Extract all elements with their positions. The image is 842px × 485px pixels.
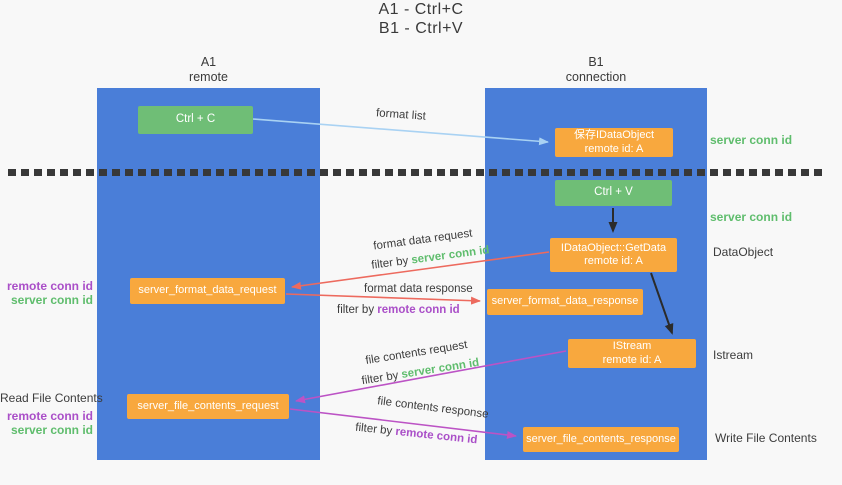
format-data-response-filter-label: filter by remote conn id [337, 304, 460, 316]
diagram-title: A1 - Ctrl+C B1 - Ctrl+V [0, 0, 842, 38]
filter-by-text: filter by [370, 254, 413, 272]
column-a1-name: A1 [200, 55, 217, 69]
file-contents-response-filter-label: filter by remote conn id [355, 422, 478, 447]
format-list-label: format list [375, 107, 427, 123]
filter-by-text: filter by [354, 421, 397, 438]
server-conn-id-text: server conn id [410, 244, 491, 267]
server-format-data-request-label: server_format_data_request [138, 284, 277, 297]
server-format-data-response-box: server_format_data_response [487, 289, 643, 315]
istream-annotation: Istream [713, 348, 754, 362]
column-b1-name: B1 [588, 55, 604, 69]
server-conn-id-text: server conn id [400, 356, 481, 381]
ctrl-c-label: Ctrl + C [175, 113, 216, 126]
istream-line1: IStream [612, 340, 652, 352]
server-conn-id-annotation-mid: server conn id [710, 210, 793, 224]
ctrl-v-box: Ctrl + V [555, 180, 672, 206]
server-conn-id-annotation: server conn id [10, 293, 93, 307]
save-idataobject-line1: 保存IDataObject [573, 129, 655, 141]
getdata-line1: IDataObject::GetData [560, 241, 667, 254]
ctrl-c-box: Ctrl + C [138, 106, 253, 134]
format-data-response-label: format data response [364, 283, 473, 295]
save-idataobject-line2: remote id: A [584, 142, 644, 155]
server-conn-id-annotation-top: server conn id [710, 133, 793, 147]
server-file-contents-response-label: server_file_contents_response [526, 432, 676, 445]
server-format-data-request-box: server_format_data_request [130, 278, 285, 304]
getdata-line2: remote id: A [584, 255, 643, 267]
ctrl-v-label: Ctrl + V [594, 186, 633, 199]
column-b1-role: connection [565, 70, 627, 84]
dataobject-annotation: DataObject [713, 245, 774, 259]
remote-conn-id-annotation: remote conn id [6, 279, 93, 293]
remote-conn-id-text: remote conn id [377, 304, 460, 316]
filter-by-text: filter by [360, 369, 403, 388]
column-header-a1: A1 remote [97, 55, 320, 85]
server-file-contents-request-label: server_file_contents_request [137, 399, 279, 412]
read-file-contents-annotation: Read File Contents [0, 391, 103, 405]
istream-line2: remote id: A [602, 353, 662, 366]
remote-conn-id-text: remote conn id [394, 425, 478, 447]
column-header-b1: B1 connection [485, 55, 707, 85]
save-idataobject-box: 保存IDataObject remote id: A [555, 128, 673, 157]
phase-divider-dotted-line [8, 169, 823, 176]
server-file-contents-response-box: server_file_contents_response [523, 427, 679, 452]
istream-box: IStream remote id: A [568, 339, 696, 368]
server-file-contents-request-box: server_file_contents_request [127, 394, 289, 419]
title-line-2: B1 - Ctrl+V [378, 20, 464, 37]
write-file-contents-annotation: Write File Contents [715, 431, 817, 445]
left-conn-id-stack-2: remote conn id server conn id [0, 409, 93, 437]
column-a1-role: remote [189, 70, 228, 84]
left-conn-id-stack-1: remote conn id server conn id [0, 279, 93, 307]
file-contents-response-label: file contents response [376, 395, 490, 421]
title-line-1: A1 - Ctrl+C [378, 1, 464, 18]
server-conn-id-annotation: server conn id [10, 423, 93, 437]
getdata-box: IDataObject::GetData remote id: A [550, 238, 677, 272]
remote-conn-id-annotation: remote conn id [6, 409, 93, 423]
filter-by-text: filter by [337, 304, 378, 316]
server-format-data-response-label: server_format_data_response [491, 295, 639, 308]
